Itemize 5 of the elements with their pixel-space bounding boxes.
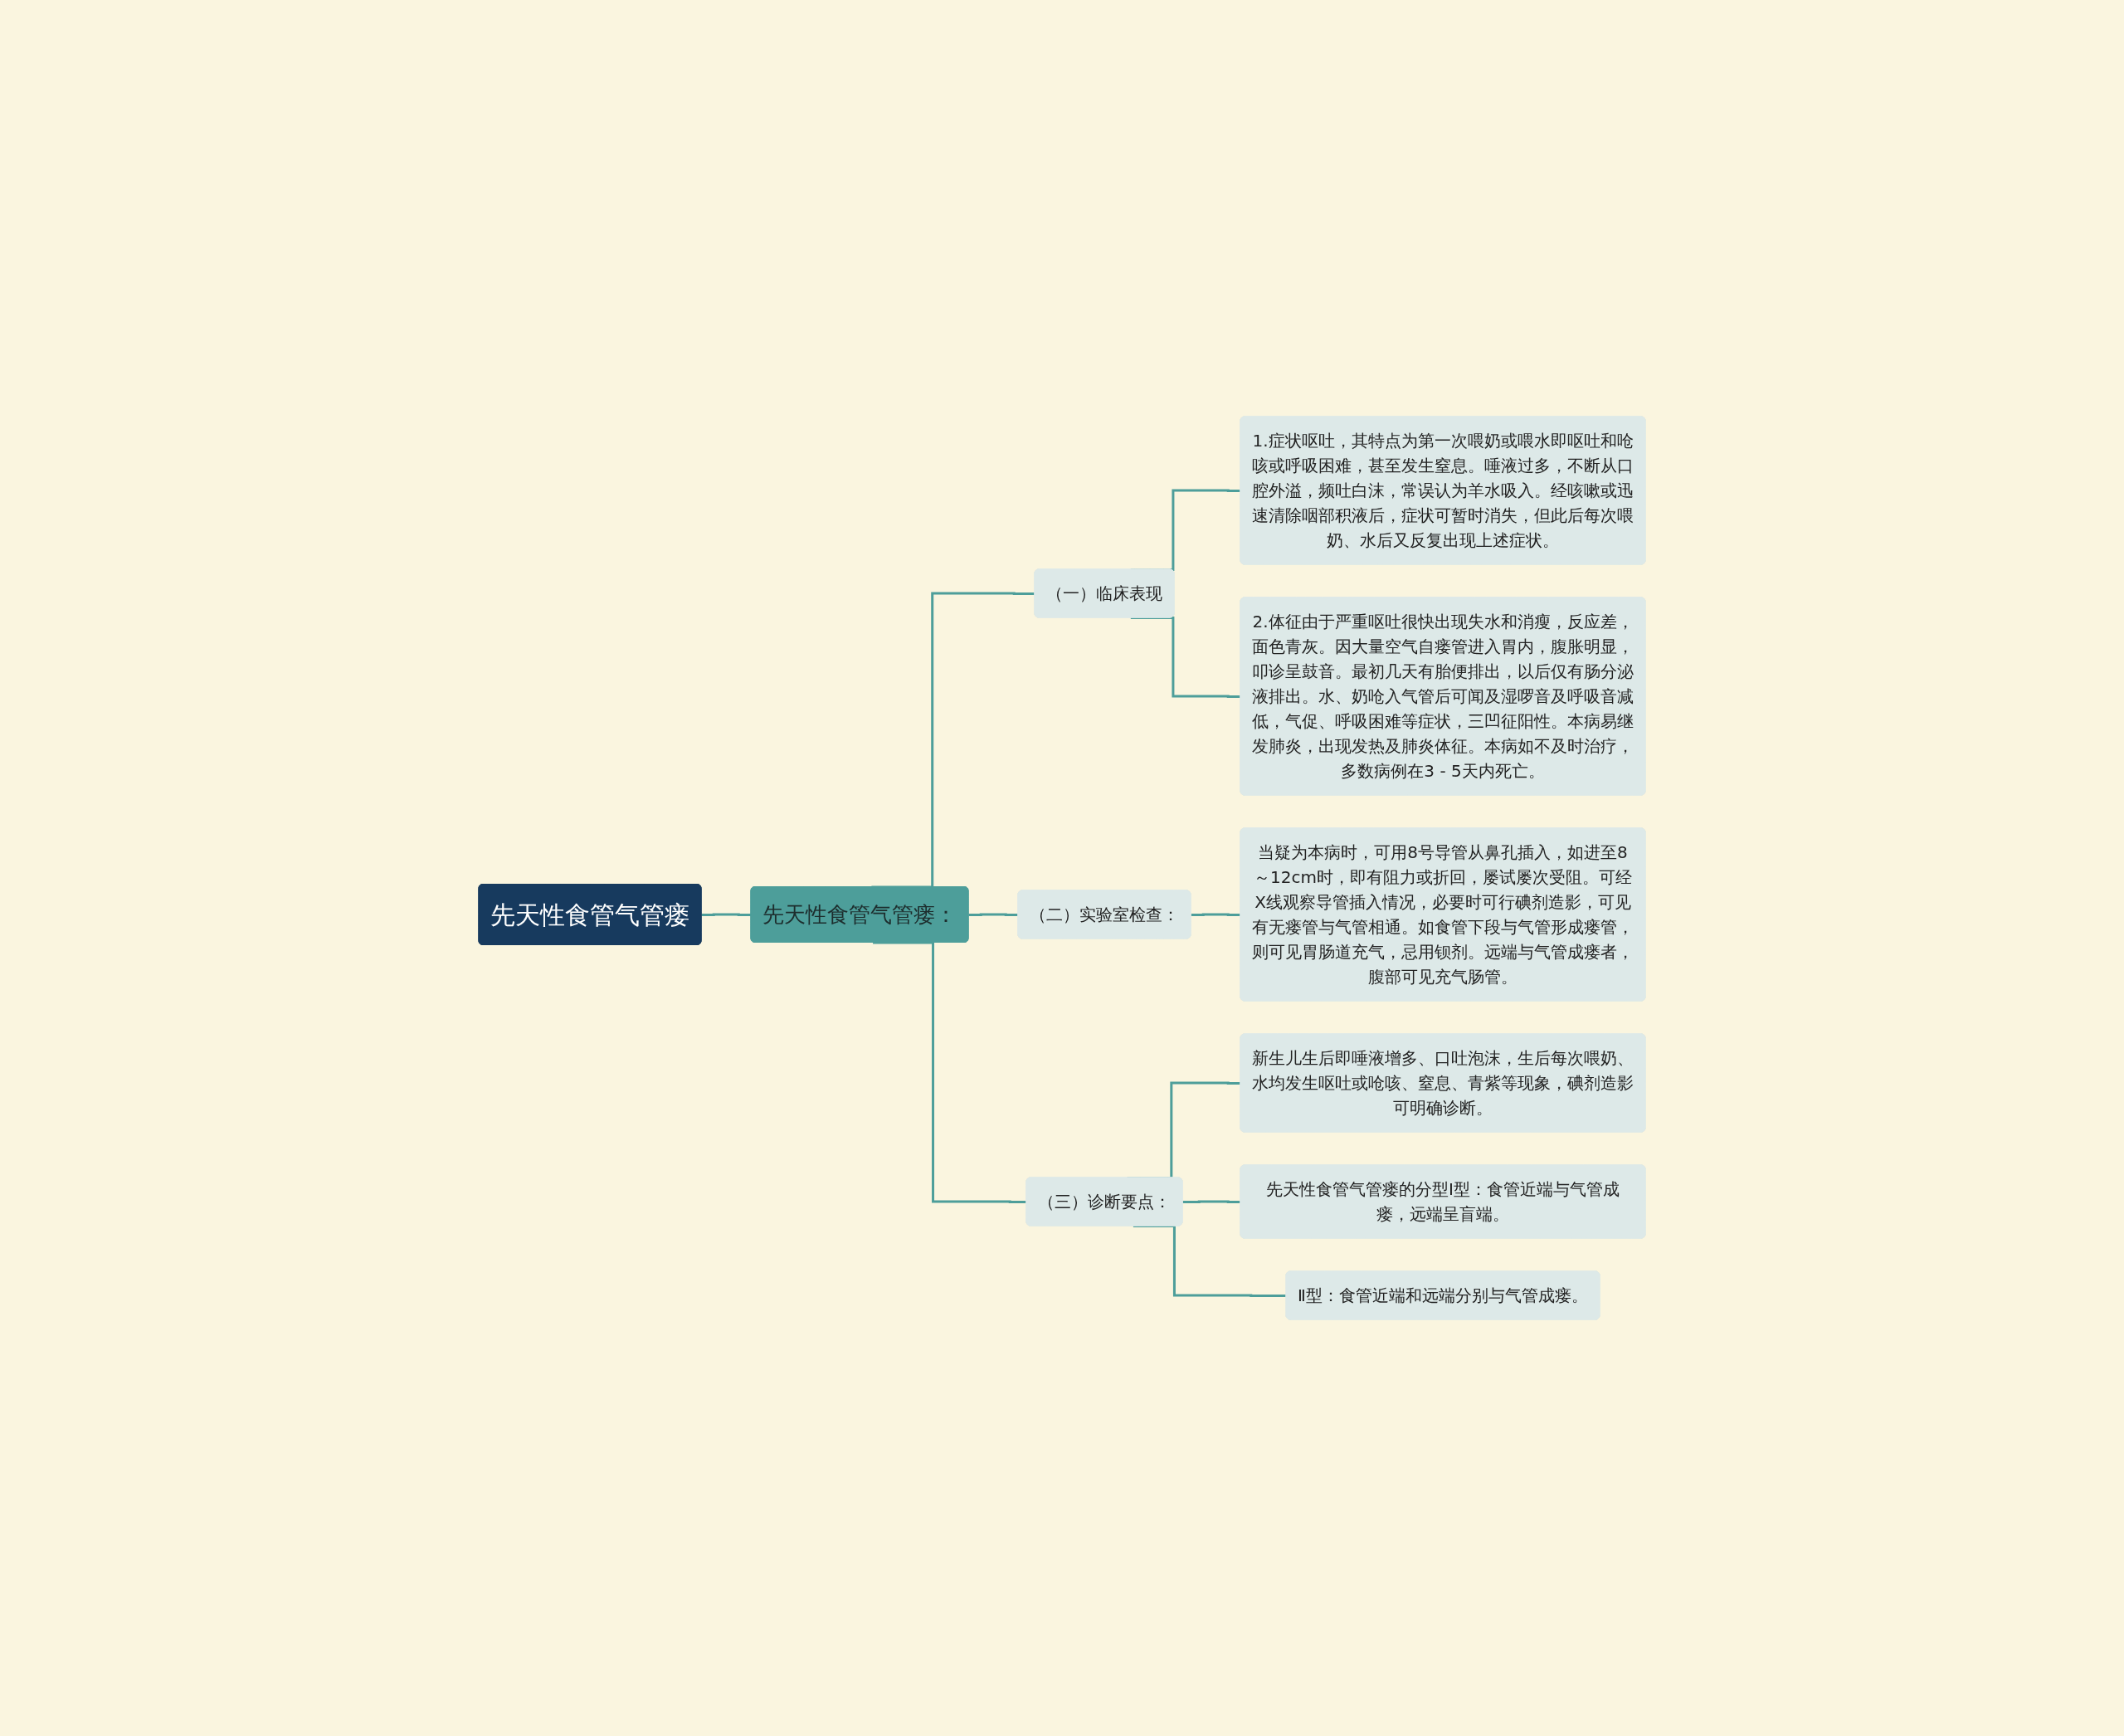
- connector: [1191, 913, 1241, 916]
- connector: [968, 913, 1019, 916]
- connector: [873, 941, 1027, 1203]
- connector: [701, 913, 752, 916]
- connector: [1182, 1200, 1241, 1203]
